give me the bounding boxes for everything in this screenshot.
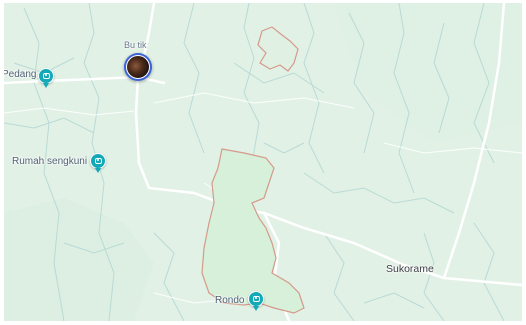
camera-glyph-icon xyxy=(42,73,50,79)
camera-pin-icon[interactable] xyxy=(248,291,264,311)
map-canvas[interactable]: Pedang Rumah sengkuni Bu tik Rondo Sukor… xyxy=(4,3,522,321)
camera-glyph-icon xyxy=(94,158,102,164)
photo-thumbnail xyxy=(126,55,150,79)
place-label-rumah-sengkuni[interactable]: Rumah sengkuni xyxy=(12,156,88,167)
place-label-butik[interactable]: Bu tik xyxy=(124,40,147,50)
rivers xyxy=(4,3,505,321)
place-label-sukorame[interactable]: Sukorame xyxy=(386,263,434,275)
place-label-pedang[interactable]: Pedang xyxy=(4,69,37,80)
photo-marker[interactable] xyxy=(124,53,152,81)
highlighted-area xyxy=(201,148,305,314)
camera-pin-icon[interactable] xyxy=(38,68,54,88)
camera-pin-icon[interactable] xyxy=(90,153,106,173)
place-label-rondo[interactable]: Rondo xyxy=(215,295,245,306)
map-layer xyxy=(4,3,522,321)
camera-glyph-icon xyxy=(252,296,260,302)
small-boundary xyxy=(257,26,299,72)
